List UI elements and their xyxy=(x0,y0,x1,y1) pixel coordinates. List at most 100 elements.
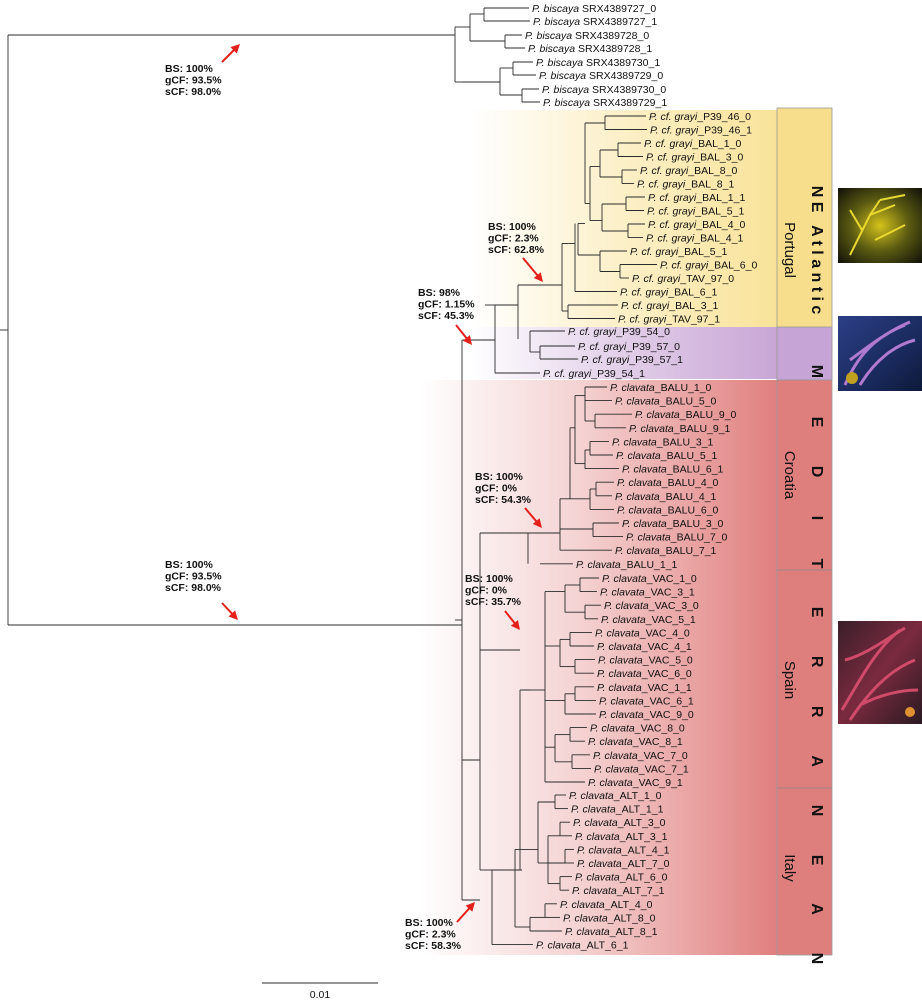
support-values: BS: 100%gCF: 2.3%sCF: 62.8% xyxy=(488,221,545,256)
tip-label: P. clavata_ALT_8_0 xyxy=(563,912,656,924)
region-portugal-label: Portugal xyxy=(781,222,798,278)
tip-label: P. clavata_VAC_7_0 xyxy=(593,750,688,762)
yellow-gorgonian-photo xyxy=(838,188,922,263)
tip-label: P. clavata_ALT_4_1 xyxy=(577,844,670,856)
red-arrowhead-icon xyxy=(532,518,542,528)
tip-label: P. cf. grayi_BAL_6_1 xyxy=(620,287,717,299)
tip-label: P. clavata_BALU_1_0 xyxy=(610,382,712,394)
tip-label: P. cf. grayi_BAL_8_1 xyxy=(637,179,734,191)
support-annotations: BS: 100%gCF: 93.5%sCF: 98.0% BS: 100%gCF:… xyxy=(165,44,545,952)
tip-label: P. cf. grayi_P39_57_1 xyxy=(581,354,683,366)
tip-label: P. biscaya SRX4389728_1 xyxy=(528,43,652,55)
tip-label: P. clavata_VAC_9_1 xyxy=(588,777,683,789)
tip-label: P. biscaya SRX4389727_0 xyxy=(532,3,656,15)
tip-label: P. clavata_BALU_1_1 xyxy=(576,559,678,571)
red-arrowhead-icon xyxy=(465,902,475,912)
red-arrowhead-icon xyxy=(533,272,543,282)
tip-label: P. clavata_BALU_5_1 xyxy=(616,450,718,462)
tip-label: P. clavata_BALU_7_0 xyxy=(626,532,728,544)
region-italy-label: Italy xyxy=(781,854,798,882)
tree-branches xyxy=(0,7,657,946)
support-values: BS: 100%gCF: 0%sCF: 54.3% xyxy=(475,471,532,506)
tip-label: P. clavata_BALU_9_1 xyxy=(629,423,731,435)
tip-label: P. clavata_BALU_6_0 xyxy=(617,504,719,516)
red-arrowhead-icon xyxy=(462,335,472,345)
ne-atlantic-label: N E A t l a n t i c xyxy=(808,186,825,315)
tip-label: P. clavata_VAC_5_1 xyxy=(601,614,696,626)
scale-bar-label: 0.01 xyxy=(310,989,331,1001)
tip-label: P. cf. grayi_P39_54_1 xyxy=(543,368,645,380)
mediterranean-label: M E D I T E R R A N E A N xyxy=(808,365,825,981)
tip-label: P. clavata_ALT_1_0 xyxy=(569,790,662,802)
red-arrowhead-icon xyxy=(510,620,520,630)
support-values: BS: 100%gCF: 0%sCF: 35.7% xyxy=(465,573,522,608)
red-arrow-icon xyxy=(504,610,518,626)
tip-label: P. clavata_ALT_6_0 xyxy=(575,872,668,884)
tip-label: P. cf. grayi_BAL_3_0 xyxy=(646,152,743,164)
tip-label: P. biscaya SRX4389730_0 xyxy=(542,84,666,96)
tip-label: P. clavata_BALU_9_0 xyxy=(635,409,737,421)
tip-label: P. cf. grayi_P39_54_0 xyxy=(568,326,670,338)
tip-label: P. clavata_ALT_4_0 xyxy=(560,899,653,911)
tip-label: P. clavata_BALU_6_1 xyxy=(622,464,724,476)
tip-label: P. clavata_VAC_1_0 xyxy=(602,573,697,585)
purple-gorgonian-photo xyxy=(838,316,922,391)
tip-label: P. clavata_BALU_4_1 xyxy=(615,491,717,503)
red-arrow-icon xyxy=(522,257,540,279)
tip-label: P. clavata_VAC_1_1 xyxy=(597,682,692,694)
tip-label: P. clavata_ALT_3_0 xyxy=(573,817,666,829)
tip-label: P. clavata_VAC_3_1 xyxy=(600,587,695,599)
tip-label: P. clavata_BALU_7_1 xyxy=(615,545,717,557)
tip-label: P. cf. grayi_BAL_5_1 xyxy=(647,206,744,218)
tip-label: P. clavata_ALT_1_1 xyxy=(571,804,664,816)
support-values: BS: 100%gCF: 93.5%sCF: 98.0% xyxy=(165,559,222,594)
red-arrow-icon xyxy=(456,905,472,923)
tip-label: P. cf. grayi_BAL_6_0 xyxy=(660,260,757,272)
tip-label: P. clavata_VAC_3_0 xyxy=(604,600,699,612)
tip-label: P. cf. grayi_BAL_5_1 xyxy=(630,246,727,258)
support-values: BS: 100%gCF: 93.5%sCF: 98.0% xyxy=(165,63,222,98)
tip-label: P. cf. grayi_P39_57_0 xyxy=(578,341,680,353)
tip-label: P. clavata_ALT_7_0 xyxy=(577,858,670,870)
tip-label: P. cf. grayi_P39_46_0 xyxy=(649,111,751,123)
tip-label: P. biscaya SRX4389727_1 xyxy=(533,16,657,28)
red-arrowhead-icon xyxy=(230,44,240,54)
mediterranean-box xyxy=(776,379,833,956)
tip-label: P. clavata_ALT_8_1 xyxy=(565,926,658,938)
tip-label: P. clavata_BALU_4_0 xyxy=(617,477,719,489)
tip-label: P. clavata_ALT_3_1 xyxy=(575,831,668,843)
tip-label: P. cf. grayi_BAL_4_1 xyxy=(646,233,743,245)
tip-label: P. biscaya SRX4389729_1 xyxy=(543,97,667,109)
region-spain-label: Spain xyxy=(781,661,798,699)
tip-label: P. cf. grayi_BAL_3_1 xyxy=(621,300,718,312)
tip-label: P. clavata_VAC_8_1 xyxy=(588,736,683,748)
mediterranean-band xyxy=(420,380,777,955)
region-croatia-label: Croatia xyxy=(781,451,798,500)
tip-label: P. biscaya SRX4389730_1 xyxy=(536,57,660,69)
tip-label: P. clavata_VAC_6_0 xyxy=(597,668,692,680)
tip-label: P. clavata_VAC_6_1 xyxy=(599,695,694,707)
red-arrow-icon xyxy=(524,507,539,525)
tip-label: P. cf. grayi_BAL_4_0 xyxy=(648,219,745,231)
red-gorgonian-photo xyxy=(838,621,922,724)
tip-label: P. clavata_VAC_8_0 xyxy=(590,723,685,735)
red-arrow-icon xyxy=(455,324,470,341)
tip-label: P. cf. grayi_P39_46_1 xyxy=(650,125,752,137)
tip-label: P. cf. grayi_TAV_97_0 xyxy=(632,273,734,285)
tip-label: P. cf. grayi_BAL_1_0 xyxy=(644,138,741,150)
support-values: BS: 98%gCF: 1.15%sCF: 45.3% xyxy=(418,287,475,322)
tip-label: P. clavata_ALT_6_1 xyxy=(536,940,629,952)
tip-label: P. clavata_BALU_3_1 xyxy=(612,436,714,448)
support-values: BS: 100%gCF: 2.3%sCF: 58.3% xyxy=(405,917,462,952)
tip-label: P. clavata_VAC_4_0 xyxy=(595,627,690,639)
tip-label: P. cf. grayi_BAL_8_0 xyxy=(640,165,737,177)
tip-label: P. cf. grayi_BAL_1_1 xyxy=(648,192,745,204)
tip-label: P. clavata_VAC_7_1 xyxy=(594,763,689,775)
tip-label: P. clavata_BALU_5_0 xyxy=(615,396,717,408)
tip-label: P. clavata_BALU_3_0 xyxy=(622,518,724,530)
tip-label: P. biscaya SRX4389728_0 xyxy=(525,30,649,42)
red-arrowhead-icon xyxy=(228,610,238,620)
portugal-band xyxy=(470,110,777,327)
